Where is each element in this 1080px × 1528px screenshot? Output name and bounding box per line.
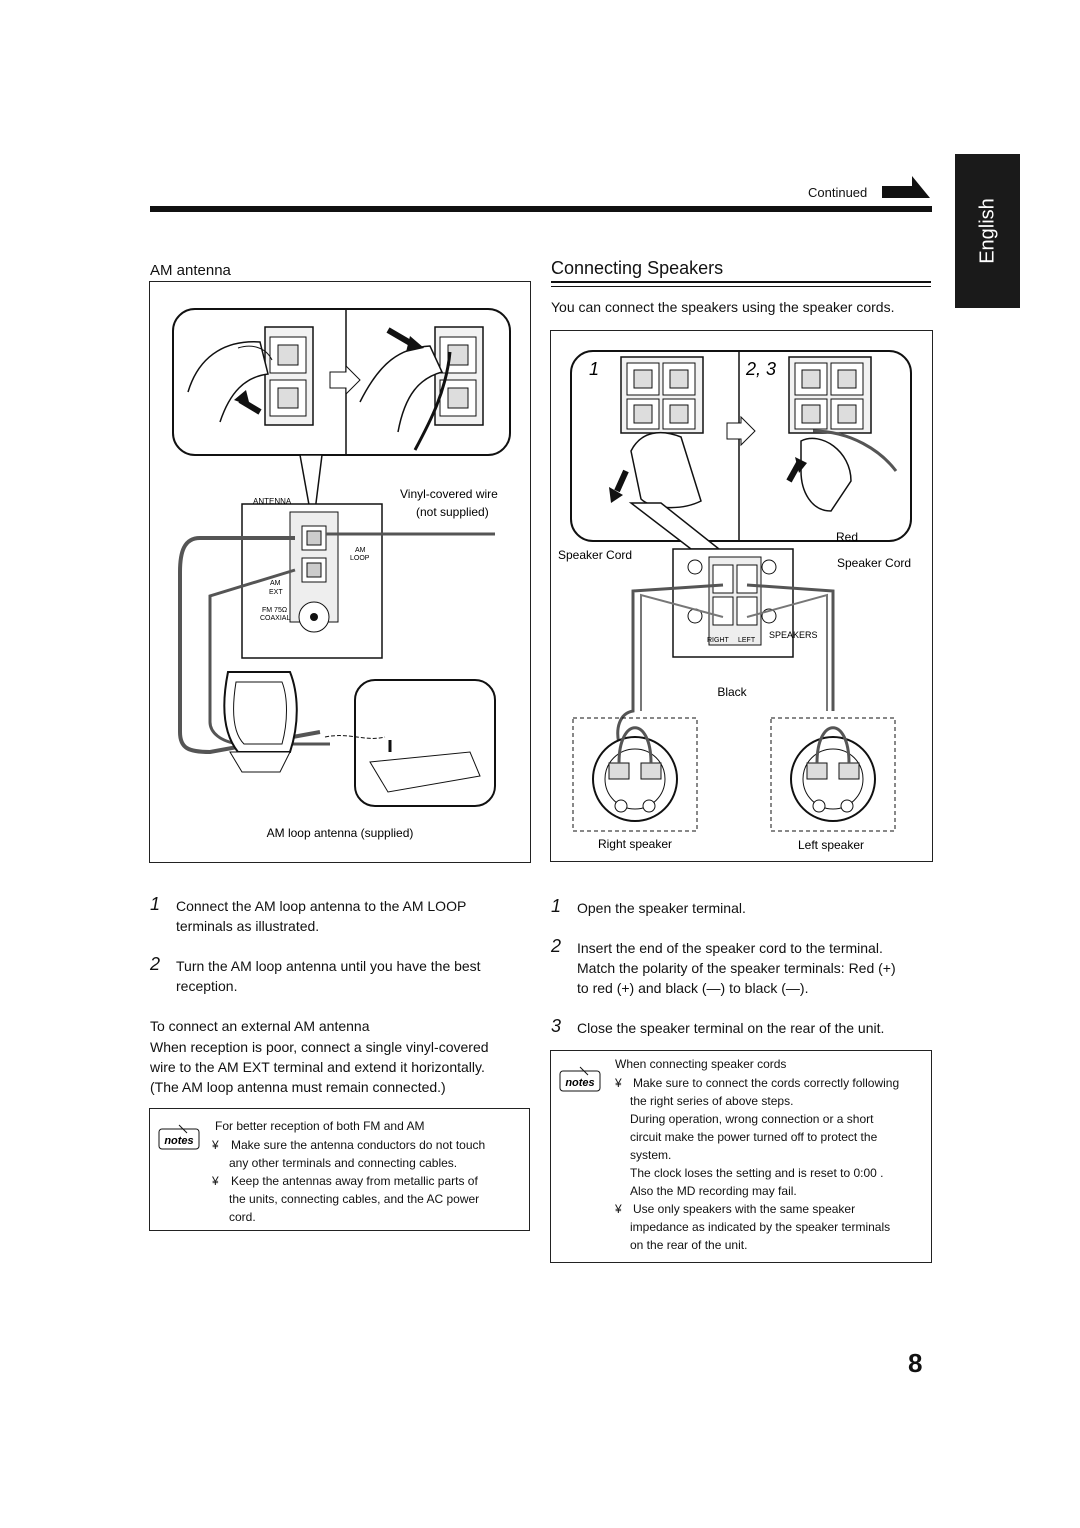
connecting-speakers-title: Connecting Speakers xyxy=(551,258,724,278)
left-speaker xyxy=(770,717,896,832)
antenna-label: ANTENNA xyxy=(253,497,292,506)
rear-antenna-panel: ANTENNA AM LOOP AM EXT FM 75Ω COAXIAL xyxy=(241,497,383,659)
external-line-3: (The AM loop antenna must remain connect… xyxy=(150,1079,446,1095)
terminal-block-left xyxy=(264,326,314,426)
left-speaker-label: Left speaker xyxy=(798,838,864,852)
notes-icon: notes xyxy=(558,1065,602,1093)
am-antenna-figure: ANTENNA AM LOOP AM EXT FM 75Ω COAXIAL Vi… xyxy=(149,281,531,863)
terminal-block-right xyxy=(434,326,484,426)
svg-text:notes: notes xyxy=(565,1077,594,1089)
notes-title: For better reception of both FM and AM xyxy=(215,1119,425,1133)
continued-label: Continued xyxy=(808,185,868,200)
wire-label-1: Vinyl-covered wire xyxy=(400,487,498,501)
am-ext-label-2: EXT xyxy=(269,589,283,596)
note-line: impedance as indicated by the speaker te… xyxy=(630,1220,891,1234)
step-text-line3: to red (+) and black (—) to black (—). xyxy=(577,980,809,996)
speaker-cord-left-label: Speaker Cord xyxy=(558,548,632,562)
external-line-1: When reception is poor, connect a single… xyxy=(150,1039,489,1055)
note-line: cord. xyxy=(229,1210,256,1224)
step-number: 2 xyxy=(150,954,161,974)
continued-arrow-icon xyxy=(882,176,930,198)
note-line: on the rear of the unit. xyxy=(630,1238,748,1252)
am-ext-label-1: AM xyxy=(270,580,281,587)
red-label: Red xyxy=(836,530,858,544)
terminal-block-step2 xyxy=(788,356,872,434)
left-step-1: 1 Connect the AM loop antenna to the AM … xyxy=(150,894,530,938)
note-bullet: ¥ xyxy=(212,1138,219,1152)
note-line: Make sure to connect the cords correctly… xyxy=(633,1076,900,1090)
svg-text:notes: notes xyxy=(164,1135,193,1147)
notes-title: When connecting speaker cords xyxy=(615,1057,787,1071)
external-antenna-heading: To connect an external AM antenna xyxy=(150,1018,370,1034)
right-terminal-label: RIGHT xyxy=(707,637,730,644)
right-step-1: 1 Open the speaker terminal. xyxy=(551,896,951,920)
step-text-line1: Close the speaker terminal on the rear o… xyxy=(577,1020,885,1036)
right-step-2: 2 Insert the end of the speaker cord to … xyxy=(551,936,951,1000)
right-speaker xyxy=(572,717,698,832)
step-text-line1: Insert the end of the speaker cord to th… xyxy=(577,940,883,956)
right-step-3: 3 Close the speaker terminal on the rear… xyxy=(551,1016,951,1040)
note-bullet: ¥ xyxy=(615,1076,622,1090)
speakers-terminal-label: SPEAKERS xyxy=(769,630,818,640)
title-rule xyxy=(551,281,931,283)
external-line-2: wire to the AM EXT terminal and extend i… xyxy=(150,1059,485,1075)
language-tab: English xyxy=(955,154,1020,308)
note-line: Make sure the antenna conductors do not … xyxy=(231,1138,486,1152)
step-text-line2: reception. xyxy=(176,978,238,994)
fm-label-2: COAXIAL xyxy=(260,615,290,622)
speaker-illustration: 1 2, 3 xyxy=(558,350,912,852)
am-loop-label-1: AM xyxy=(355,547,366,554)
panel1-label: 1 xyxy=(589,359,599,379)
speaker-figure: 1 2, 3 xyxy=(550,330,933,862)
step-text-line1: Connect the AM loop antenna to the AM LO… xyxy=(176,898,467,914)
wire-label-2: (not supplied) xyxy=(416,505,489,519)
loop-antenna-caption: AM loop antenna (supplied) xyxy=(267,826,414,840)
title-rule-thin xyxy=(551,286,931,287)
note-line: circuit make the power turned off to pro… xyxy=(630,1130,878,1144)
page-number: 8 xyxy=(908,1348,923,1378)
left-terminal-label: LEFT xyxy=(738,637,756,644)
step-number: 2 xyxy=(551,936,562,956)
step-number: 3 xyxy=(551,1016,562,1036)
note-bullet: ¥ xyxy=(212,1174,219,1188)
notes-icon: notes xyxy=(157,1123,201,1151)
top-rule xyxy=(150,206,932,212)
speakers-intro: You can connect the speakers using the s… xyxy=(551,299,895,315)
note-bullet: ¥ xyxy=(615,1202,622,1216)
note-line: any other terminals and connecting cable… xyxy=(229,1156,458,1170)
am-loop-antenna xyxy=(223,671,496,807)
note-line: the units, connecting cables, and the AC… xyxy=(229,1192,480,1206)
antenna-notes-box: notes For better reception of both FM an… xyxy=(149,1108,530,1231)
note-line: Keep the antennas away from metallic par… xyxy=(231,1174,478,1188)
speaker-cord-right-label: Speaker Cord xyxy=(837,556,911,570)
note-line: The clock loses the setting and is reset… xyxy=(630,1166,884,1180)
step-number: 1 xyxy=(150,894,161,914)
am-loop-label-2: LOOP xyxy=(350,555,370,562)
note-line: Use only speakers with the same speaker xyxy=(633,1202,856,1216)
terminal-block-step1 xyxy=(620,356,704,434)
right-speaker-label: Right speaker xyxy=(598,837,672,851)
step-text-line1: Turn the AM loop antenna until you have … xyxy=(176,958,481,974)
am-antenna-title: AM antenna xyxy=(150,262,231,279)
step-text-line2: Match the polarity of the speaker termin… xyxy=(577,960,896,976)
black-label: Black xyxy=(717,685,747,699)
note-line: Also the MD recording may fail. xyxy=(630,1184,797,1198)
step-text-line2: terminals as illustrated. xyxy=(176,918,320,934)
step-number: 1 xyxy=(551,896,562,916)
speaker-notes-box: notes When connecting speaker cords ¥ Ma… xyxy=(550,1050,932,1263)
language-label: English xyxy=(976,198,998,264)
step-text-line1: Open the speaker terminal. xyxy=(577,900,746,916)
note-line: the right series of above steps. xyxy=(630,1094,794,1108)
left-step-2: 2 Turn the AM loop antenna until you hav… xyxy=(150,954,530,998)
note-line: During operation, wrong connection or a … xyxy=(630,1112,874,1126)
note-line: system. xyxy=(630,1148,672,1162)
am-antenna-illustration: ANTENNA AM LOOP AM EXT FM 75Ω COAXIAL Vi… xyxy=(172,308,511,840)
fm-label-1: FM 75Ω xyxy=(262,607,287,614)
panel2-label: 2, 3 xyxy=(745,359,776,379)
